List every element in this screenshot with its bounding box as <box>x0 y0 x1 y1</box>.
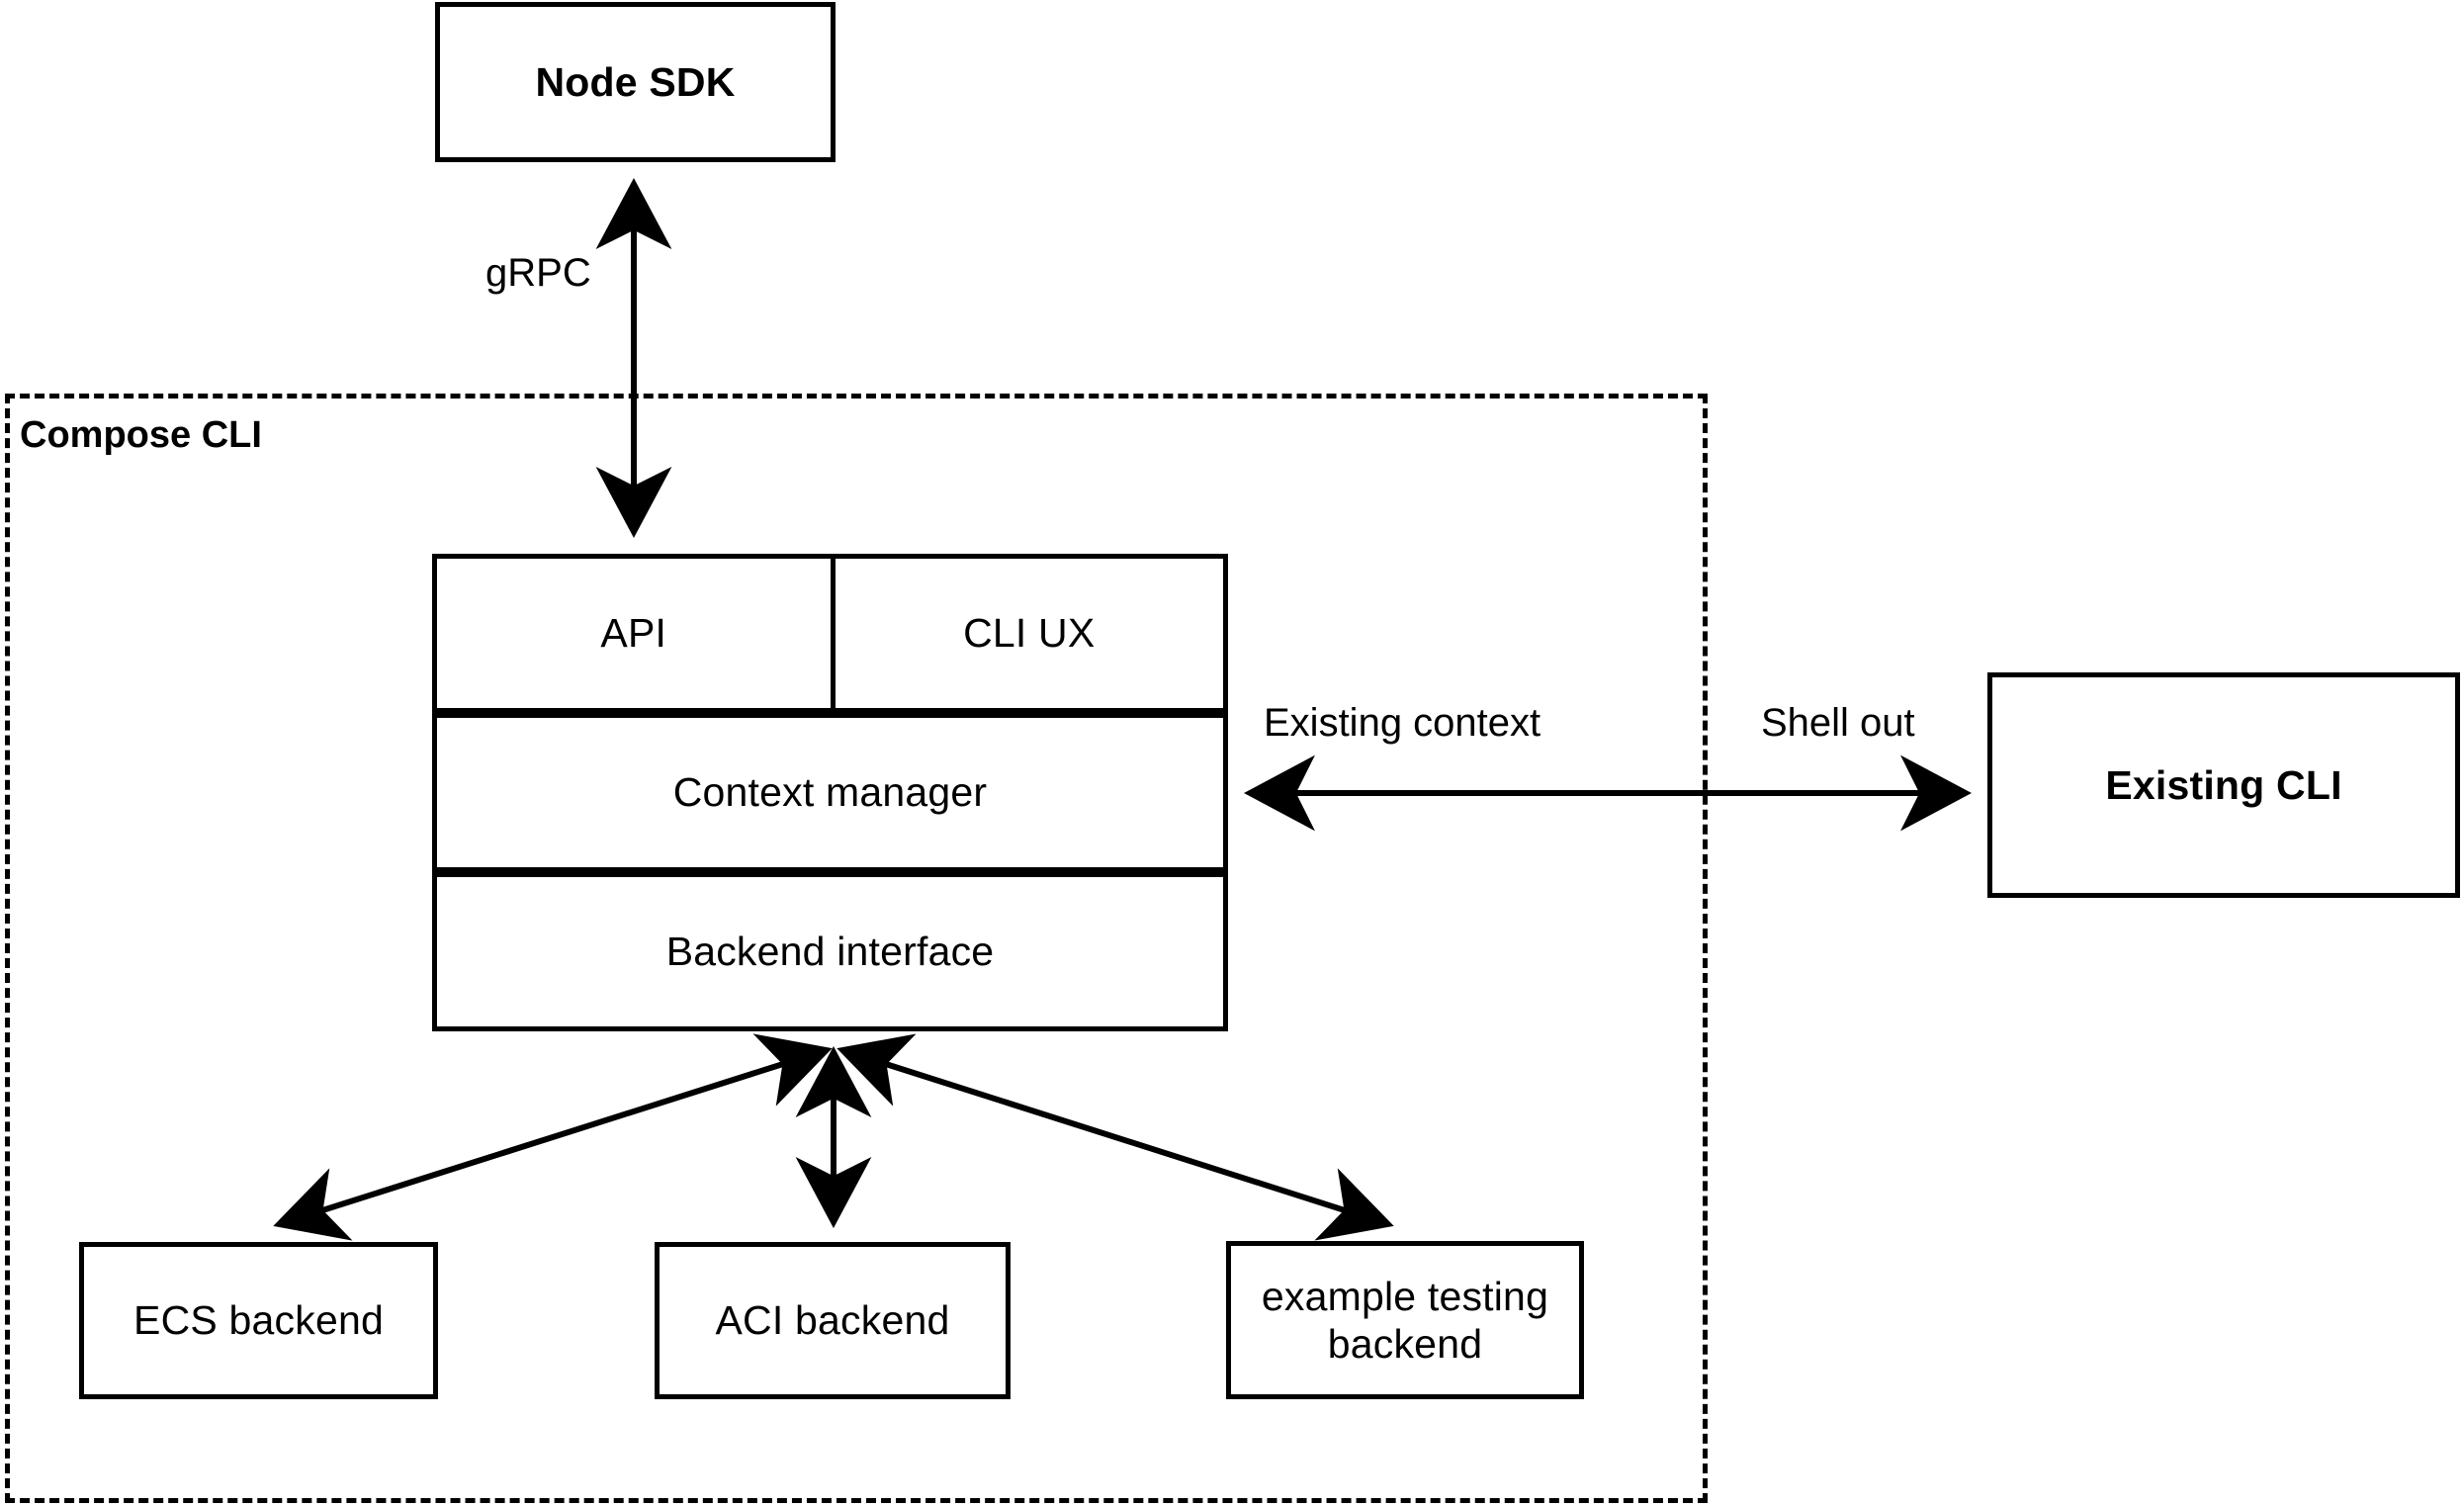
node-cli-ux[interactable]: CLI UX <box>830 559 1224 708</box>
edge-label-grpc: gRPC <box>482 251 595 296</box>
node-node-sdk-label: Node SDK <box>535 58 736 105</box>
node-ecs-backend[interactable]: ECS backend <box>79 1242 438 1399</box>
node-context-manager[interactable]: Context manager <box>432 713 1228 872</box>
node-existing-cli-label: Existing CLI <box>2105 761 2342 808</box>
group-compose-cli-title: Compose CLI <box>20 414 262 456</box>
node-backend-interface[interactable]: Backend interface <box>432 872 1228 1031</box>
node-cli-ux-label: CLI UX <box>963 610 1096 657</box>
node-api[interactable]: API <box>437 559 831 708</box>
node-api-cliux-row: API CLI UX <box>432 554 1228 713</box>
node-context-manager-label: Context manager <box>672 769 988 816</box>
node-example-testing-backend-line2: backend <box>1327 1321 1483 1367</box>
group-compose-cli <box>5 394 1708 1503</box>
node-api-label: API <box>600 610 667 657</box>
node-aci-backend[interactable]: ACI backend <box>655 1242 1011 1399</box>
node-example-testing-backend-label: example testing backend <box>1262 1273 1548 1369</box>
node-example-testing-backend-line1: example testing <box>1261 1273 1549 1319</box>
node-ecs-backend-label: ECS backend <box>133 1297 384 1344</box>
edge-label-existing-context: Existing context <box>1260 701 1545 746</box>
node-aci-backend-label: ACI backend <box>715 1297 950 1344</box>
node-node-sdk[interactable]: Node SDK <box>435 2 836 162</box>
edge-label-shell-out: Shell out <box>1757 701 1919 746</box>
node-example-testing-backend[interactable]: example testing backend <box>1226 1241 1584 1399</box>
node-backend-interface-label: Backend interface <box>665 929 995 975</box>
node-existing-cli[interactable]: Existing CLI <box>1987 672 2460 898</box>
